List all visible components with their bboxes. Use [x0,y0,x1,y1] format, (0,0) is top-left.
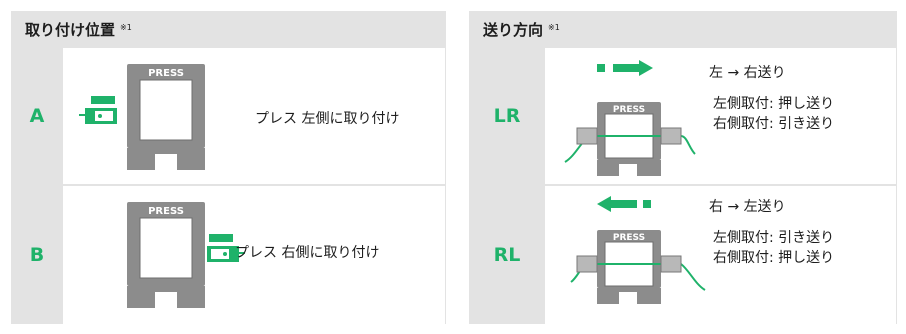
lr-direction: 左 → 右送り [709,65,786,81]
row-label-rl: RL [469,186,545,324]
rl-feed-illustration: PRESS [570,196,706,304]
feed-title: 送り方向 [483,21,544,39]
mounting-a-caption: プレス 左側に取り付け [255,111,400,127]
mounting-a-body: PRESS プレス 左側に取り付け [63,48,446,184]
lr-feed-illustration: PRESS [564,60,696,176]
lr-note-right: 右側取付: 引き送り [713,116,835,132]
arrow-left-icon [597,196,651,212]
press-label: PRESS [148,68,184,79]
press-left-mount-illustration: PRESS [79,64,205,170]
arrow-right-icon [597,60,653,76]
mounting-b-caption: プレス 右側に取り付け [235,245,380,261]
row-label-a: A [11,48,63,184]
press-label: PRESS [148,206,184,217]
row-label-b: B [11,186,63,324]
feed-lr-body: PRESS 左 → 右送り 左側取付: 押し送り 右側取付: 引き送り [545,48,897,184]
feed-direction-header: 送り方向 ※1 [469,11,897,48]
rl-mount-notes: 左側取付: 引き送り 右側取付: 押し送り [713,228,834,268]
rl-note-right: 右側取付: 押し送り [713,250,835,266]
press-label: PRESS [613,105,645,115]
feed-row-rl: RL PRESS 右 → [469,186,897,324]
mounting-row-b: B PRESS プレス 右側に取り付け [11,186,446,324]
feed-row-lr: LR PRESS [469,48,897,186]
rl-direction: 右 → 左送り [709,199,786,215]
lr-note-left: 左側取付: 押し送り [713,96,835,112]
press-label: PRESS [613,233,645,243]
mounting-note: ※1 [120,23,132,32]
mounting-position-header: 取り付け位置 ※1 [11,11,446,48]
mounting-position-panel: 取り付け位置 ※1 A PRESS [11,11,446,324]
rl-note-left: 左側取付: 引き送り [713,230,835,246]
mounting-title: 取り付け位置 [25,21,116,39]
feed-note: ※1 [548,23,560,32]
feed-rl-body: PRESS 右 → 左送り 左側取付: 引き送り 右側取付: 押し送り [545,186,897,324]
row-label-lr: LR [469,48,545,184]
mounting-row-a: A PRESS プレス 左側に取り付け [11,48,446,186]
mounting-b-body: PRESS プレス 右側に取り付け [63,186,446,324]
press-right-mount-illustration: PRESS [127,202,245,308]
feed-direction-panel: 送り方向 ※1 LR PRESS [469,11,897,324]
lr-mount-notes: 左側取付: 押し送り 右側取付: 引き送り [713,94,834,134]
